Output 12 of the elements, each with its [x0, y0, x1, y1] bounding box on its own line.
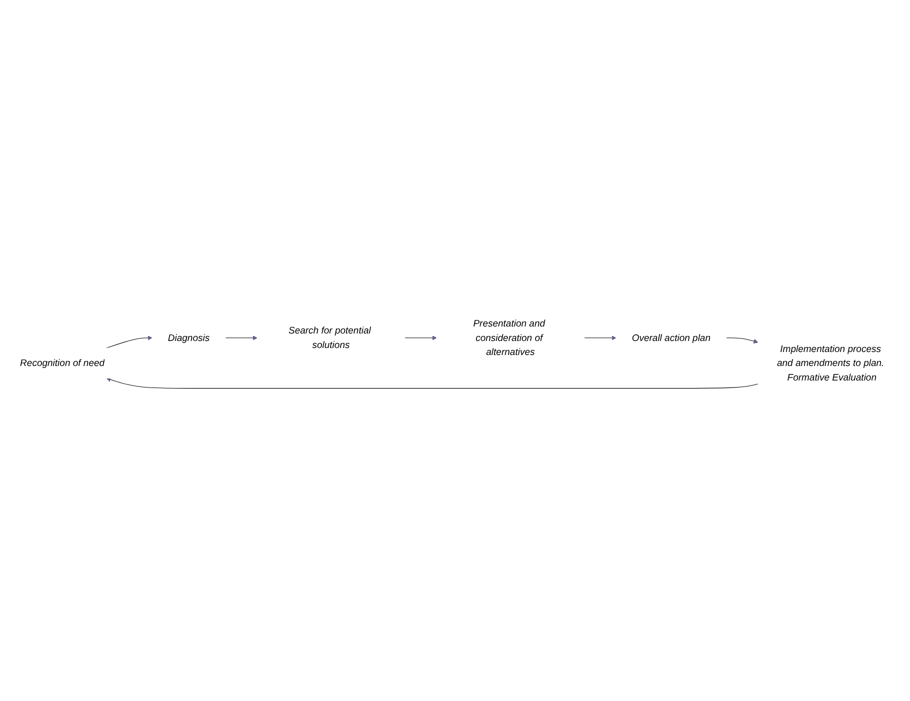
arrow	[225, 336, 258, 340]
arrow	[106, 377, 758, 389]
node-text: Diagnosis	[168, 332, 210, 343]
node-text: Search for potential solutions	[288, 325, 371, 350]
node-text: Implementation process and amendments to plan. Formative Evaluation	[776, 343, 884, 382]
node-text: Recognition of need	[20, 358, 105, 368]
node-text: Presentation and consideration of alternatives	[473, 318, 546, 358]
arrow	[584, 336, 616, 340]
arrow	[404, 336, 437, 340]
arrow	[106, 336, 152, 348]
arrow	[726, 338, 758, 344]
node-text: Overall action plan	[632, 332, 711, 343]
